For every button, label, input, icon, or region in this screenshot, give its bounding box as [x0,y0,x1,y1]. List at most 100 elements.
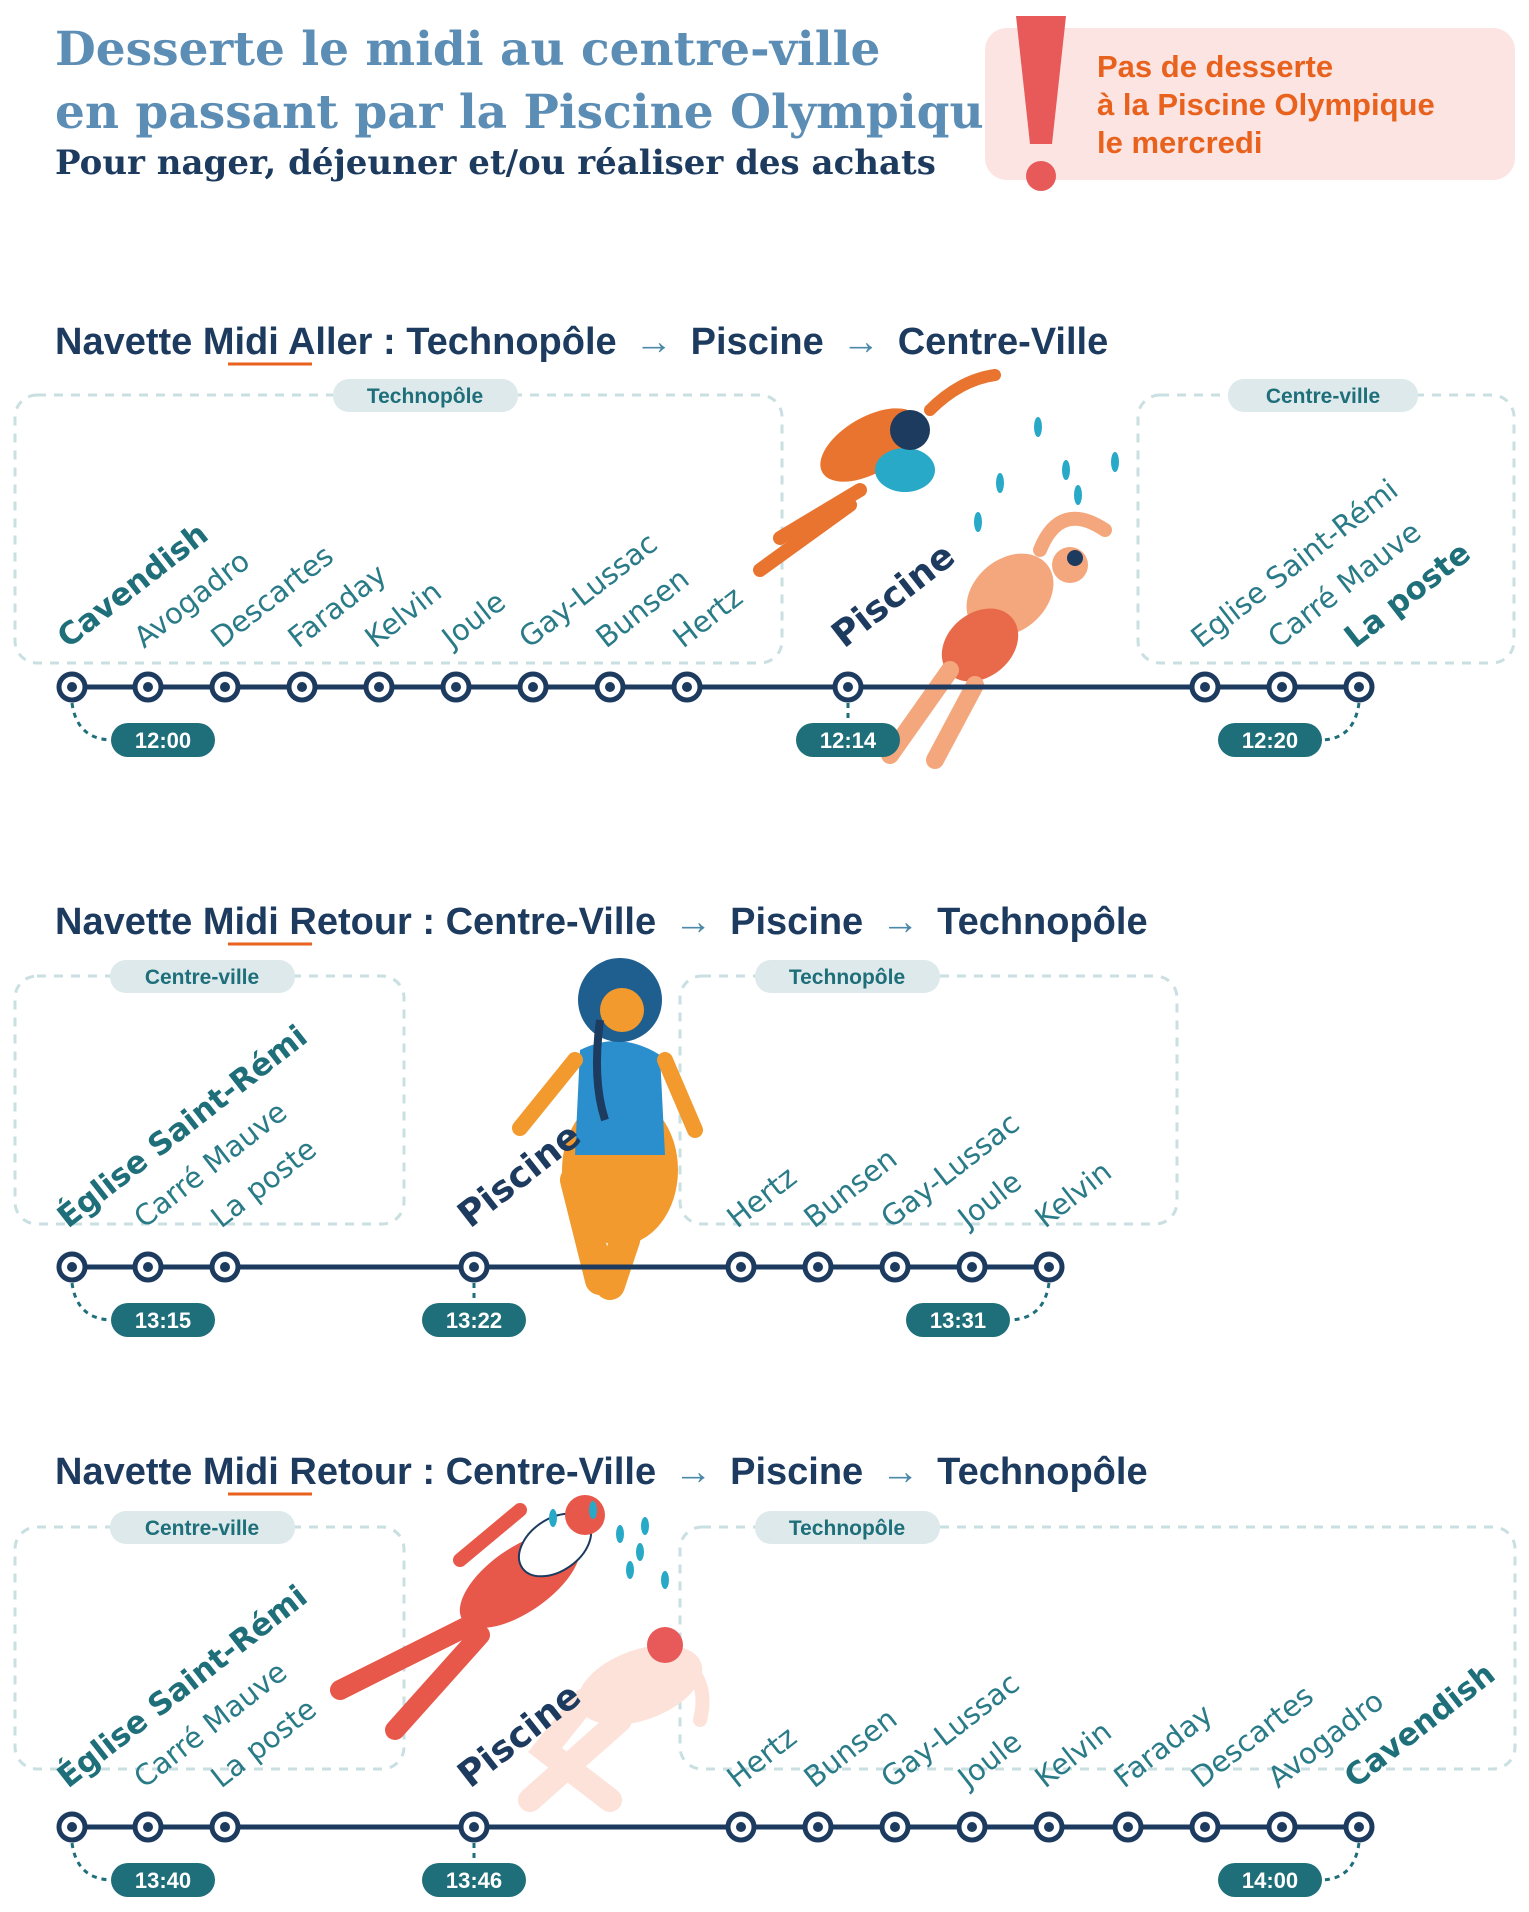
stop-marker-dot [143,1822,153,1832]
zone-label-centre-ville: Centre-ville [145,966,259,989]
stop-marker-dot [1123,1822,1133,1832]
stop-marker-dot [736,1262,746,1272]
stop-marker-dot [374,682,384,692]
zone-pill [1228,379,1418,412]
time-label: 13:31 [930,1308,986,1333]
route-title: Navette Midi Retour : Centre-Ville→Pisci… [55,1451,1148,1493]
route-title: Navette Midi Aller : Technopôle→Piscine→… [55,321,1108,363]
stop-marker-dot [220,682,230,692]
stop-marker-dot [890,1822,900,1832]
zone-pill [110,1511,295,1544]
stop-marker-dot [1200,682,1210,692]
page-title: Desserte le midi au centre-ville en pass… [55,18,1014,144]
stop-marker-dot [967,1822,977,1832]
stop-label: Hertz [720,1720,803,1795]
alert-text: Pas de desserte à la Piscine Olympique l… [1097,48,1435,162]
time-badge [111,1303,215,1337]
alert-line-3: le mercredi [1097,125,1263,160]
stop-marker-dot [528,682,538,692]
zone-label-technopole: Technopôle [789,966,905,989]
stop-marker-dot [967,1262,977,1272]
time-label: 12:14 [820,728,877,753]
time-badge [422,1863,526,1897]
zone-pill [755,1511,940,1544]
time-label: 13:46 [446,1868,502,1893]
route-aller: Navette Midi Aller : Technopôle→Piscine→… [13,321,1516,769]
time-badge [906,1303,1010,1337]
stop-marker-dot [1277,682,1287,692]
alert-line-1: Pas de desserte [1097,49,1334,84]
stop-marker-dot [451,682,461,692]
alert-box [985,28,1515,180]
stop-marker-dot [469,1262,479,1272]
stop-marker-dot [890,1262,900,1272]
stop-label: Kelvin [1028,1154,1118,1234]
stop-marker-dot [1354,1822,1364,1832]
stop-marker-dot [67,1262,77,1272]
stop-marker-dot [143,682,153,692]
title-line-2: en passant par la Piscine Olympique [55,85,1014,140]
stop-marker-dot [297,682,307,692]
stop-marker-dot [220,1822,230,1832]
swimmer-illustration [753,369,1001,577]
stop-marker-dot [1354,682,1364,692]
time-badge [111,1863,215,1897]
time-connector [70,1842,114,1882]
time-connector [70,1282,114,1322]
stop-marker-dot [1044,1822,1054,1832]
zone-centre-ville [1136,393,1516,665]
stop-label: Joule [434,584,512,655]
stop-marker-dot [469,1822,479,1832]
stop-marker-dot [143,1262,153,1272]
time-label: 13:22 [446,1308,502,1333]
time-badge [422,1303,526,1337]
stop-marker-dot [67,1822,77,1832]
time-connector [1319,702,1361,742]
swimmer-illustration [881,511,1112,769]
stop-marker-dot [1044,1262,1054,1272]
zone-pill [333,379,518,412]
time-label: 13:15 [135,1308,191,1333]
alert-line-2: à la Piscine Olympique [1097,87,1435,122]
stop-marker-dot [813,1822,823,1832]
stop-marker-dot [1200,1822,1210,1832]
route-retour-2: Navette Midi Retour : Centre-Ville→Pisci… [13,1451,1517,1897]
stop-marker-dot [736,1822,746,1832]
stop-marker-dot [67,682,77,692]
title-line-1: Desserte le midi au centre-ville [55,22,881,77]
floating-swimmer-illustration [330,1495,605,1740]
time-connector [1007,1282,1051,1322]
stop-label-piscine: Piscine [824,535,963,656]
sitting-woman-illustration [512,958,703,1300]
time-label: 12:20 [1242,728,1298,753]
route-title: Navette Midi Retour : Centre-Ville→Pisci… [55,901,1148,943]
stop-marker-dot [220,1262,230,1272]
stop-label: Kelvin [1028,1714,1118,1794]
zone-pill [110,960,295,993]
time-badge [111,723,215,757]
zone-label-centre-ville: Centre-ville [1266,385,1380,408]
time-connector [70,702,114,742]
time-badge [796,723,900,757]
zone-pill [755,960,940,993]
splash-drops [974,417,1119,532]
stop-marker-dot [682,682,692,692]
page-subtitle: Pour nager, déjeuner et/ou réaliser des … [55,143,936,183]
stop-marker-dot [605,682,615,692]
zone-label-technopole: Technopôle [789,1517,905,1540]
zone-technopole [678,1525,1517,1771]
zone-label-centre-ville: Centre-ville [145,1517,259,1540]
time-badge [1218,723,1322,757]
stop-marker-dot [843,682,853,692]
stop-marker-dot [1277,1822,1287,1832]
splash-drops [549,1501,669,1589]
time-label: 13:40 [135,1868,191,1893]
time-connector [1319,1842,1361,1882]
zone-label-technopole: Technopôle [367,385,483,408]
time-label: 12:00 [135,728,191,753]
stop-marker-dot [813,1262,823,1272]
time-badge [1218,1863,1322,1897]
route-retour-1: Navette Midi Retour : Centre-Ville→Pisci… [13,901,1179,1337]
exclamation-icon [1016,16,1066,191]
floating-swimmer-illustration [518,1627,710,1812]
